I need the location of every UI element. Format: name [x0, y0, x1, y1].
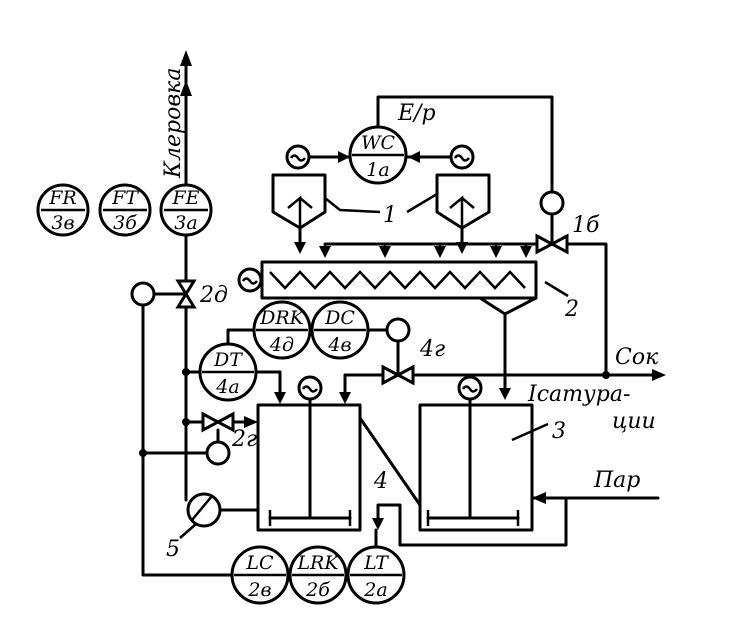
tank4-motor-icon: [297, 375, 323, 401]
instrument-fe3a: FE 3а: [159, 183, 213, 237]
actuator-2d: [130, 281, 188, 307]
instrument-dt4a: DT 4а: [198, 342, 258, 402]
sok-label: Сок: [615, 345, 659, 370]
instrument-drk4d: DRK 4д: [252, 300, 312, 360]
svg-text:2б: 2б: [305, 579, 330, 601]
tank-3: [418, 393, 534, 532]
pump-number: 5: [166, 537, 180, 562]
svg-text:4а: 4а: [215, 376, 239, 398]
motor-right-icon: [449, 144, 475, 170]
valve-2g[interactable]: [201, 411, 235, 433]
valve-2d-label: 2д: [199, 283, 228, 308]
valve-4g-label: 4г: [419, 337, 445, 362]
instrument-lt2a: LT 2а: [346, 545, 406, 605]
saturation-label-2: ции: [612, 409, 656, 434]
svg-text:4д: 4д: [269, 334, 294, 356]
screw-number: 2: [564, 297, 579, 322]
screw-motor-icon: [237, 267, 263, 293]
saturation-label-1: Iсатура-: [527, 382, 630, 407]
hopper-left: [271, 173, 327, 254]
svg-text:2а: 2а: [363, 579, 387, 601]
valve-1b-label: 1б: [572, 213, 600, 238]
er-signal-line: [376, 95, 554, 194]
actuator-2g: [205, 428, 231, 466]
hoppers-number: 1: [383, 203, 397, 228]
tank4-number: 4: [373, 469, 388, 494]
svg-text:4в: 4в: [327, 334, 351, 356]
svg-text:DT: DT: [213, 349, 243, 371]
instrument-lc2v: LC 2в: [230, 545, 290, 605]
svg-text:LRK: LRK: [296, 552, 340, 574]
steam-label: Пар: [593, 468, 640, 493]
svg-text:2в: 2в: [247, 579, 271, 601]
motor-left-icon: [285, 144, 311, 170]
svg-text:DRK: DRK: [259, 307, 306, 329]
tank-4: [256, 393, 362, 532]
hopper-right: [435, 173, 491, 254]
svg-text:WC: WC: [361, 132, 396, 154]
actuator-1b: [539, 190, 565, 246]
svg-text:3а: 3а: [174, 212, 197, 234]
svg-text:LC: LC: [245, 552, 274, 574]
svg-text:3в: 3в: [51, 212, 74, 234]
svg-text:LT: LT: [363, 552, 389, 574]
er-label: E/p: [397, 101, 436, 126]
svg-text:FR: FR: [48, 187, 77, 209]
svg-text:FE: FE: [171, 187, 199, 209]
pump-5: [186, 492, 222, 528]
svg-text:1а: 1а: [366, 159, 389, 181]
svg-text:3б: 3б: [113, 212, 137, 234]
klerovka-label: Клеровка: [161, 68, 186, 179]
svg-text:FT: FT: [111, 187, 139, 209]
instrument-dc4v: DC 4в: [310, 300, 370, 360]
svg-text:DC: DC: [324, 307, 355, 329]
instrument-ft3b: FT 3б: [98, 183, 152, 237]
valve-2d[interactable]: [175, 279, 197, 309]
actuator-4g: [385, 317, 411, 377]
instrument-fr3v: FR 3в: [36, 183, 90, 237]
instrument-wc1a: WC 1а: [348, 125, 408, 185]
valve-2g-label: 2г: [231, 427, 257, 452]
tank3-number: 3: [552, 419, 566, 444]
instrument-lrk2b: LRK 2б: [288, 545, 348, 605]
tank3-motor-icon: [457, 375, 483, 401]
